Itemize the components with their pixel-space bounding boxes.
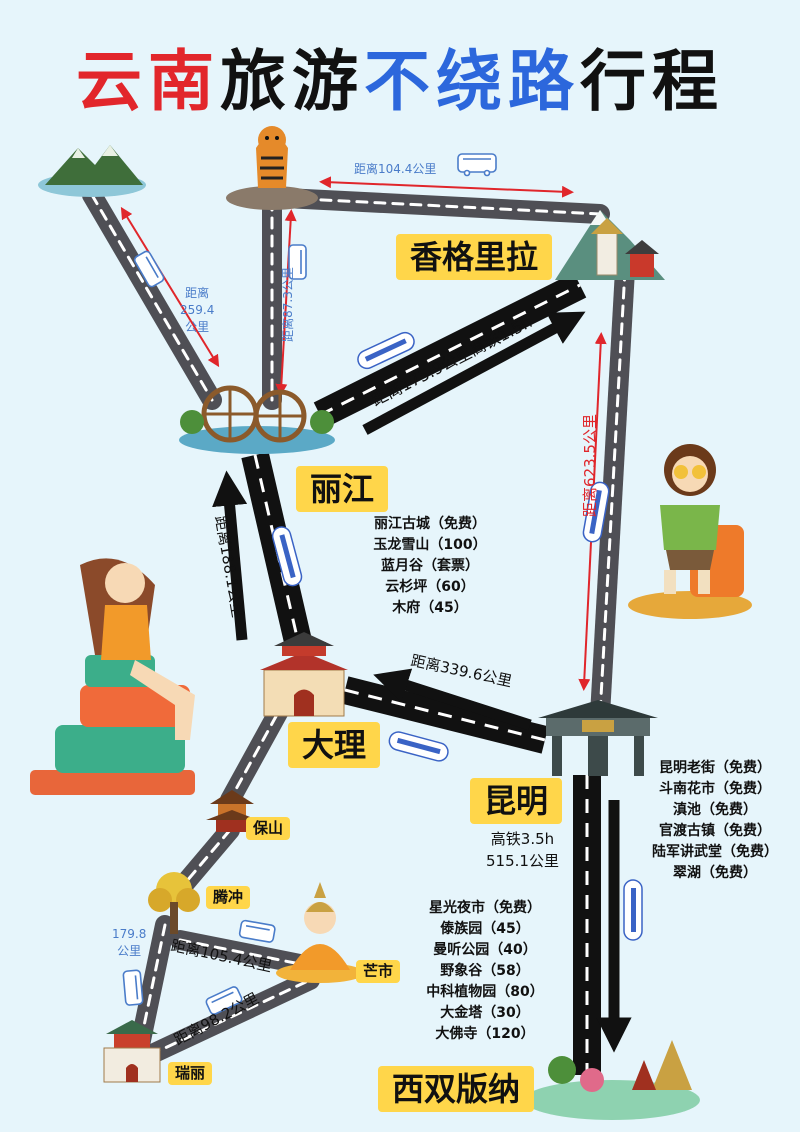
title-part-4: 行程 <box>580 43 724 120</box>
girl-on-suitcases-icon <box>30 558 195 795</box>
buddha-icon <box>276 882 364 983</box>
spot-item: 傣族园（45） <box>440 921 530 937</box>
spot-item: 大金塔（30） <box>440 1005 530 1021</box>
spot-item: 官渡古镇（免费） <box>659 823 771 839</box>
bus-icon <box>122 153 497 1015</box>
girl-with-luggage-icon <box>628 444 752 619</box>
spot-item: 中科植物园（80） <box>426 984 544 1000</box>
spot-item: 云杉坪（60） <box>385 579 475 595</box>
mountain-icon <box>38 145 146 197</box>
spots-kunming: 昆明老街（免费） 斗南花市（免费） 滇池（免费） 官渡古镇（免费） 陆军讲武堂（… <box>640 758 790 884</box>
distance-label-tiger-shangrila: 距离104.4公里 <box>354 162 437 176</box>
shangrila-temple-icon <box>555 210 665 280</box>
city-label-lijiang: 丽江 <box>296 466 389 512</box>
spot-item: 翠湖（免费） <box>673 865 757 881</box>
spot-item: 玉龙雪山（100） <box>373 537 487 553</box>
city-label-shangrila: 香格里拉 <box>396 234 553 280</box>
spot-item: 滇池（免费） <box>673 802 757 818</box>
spot-item: 大佛寺（120） <box>435 1026 535 1042</box>
spot-item: 陆军讲武堂（免费） <box>652 844 778 860</box>
distance-label-kunming-shangrila: 距离623.5公里 <box>580 414 599 517</box>
spots-lijiang: 丽江古城（免费） 玉龙雪山（100） 蓝月谷（套票） 云杉坪（60） 木府（45… <box>360 514 500 619</box>
distance-label-tengchong-ruili: 179.8 公里 <box>112 927 147 958</box>
dali-gate-icon <box>260 632 348 717</box>
spots-xishuangbanna: 星光夜市（免费） 傣族园（45） 曼听公园（40） 野象谷（58） 中科植物园（… <box>410 898 560 1045</box>
arrow-to-shangrila <box>362 311 586 435</box>
city-label-mangshi: 芒市 <box>356 960 401 983</box>
city-label-tengchong: 腾冲 <box>206 886 251 909</box>
tengchong-tree-icon <box>148 872 200 934</box>
city-label-kunming: 昆明 <box>470 778 563 824</box>
city-label-xishuangbanna: 西双版纳 <box>378 1066 535 1112</box>
title-part-3: 不绕路 <box>364 43 580 120</box>
city-label-ruili: 瑞丽 <box>168 1062 213 1085</box>
spot-item: 昆明老街（免费） <box>659 760 771 776</box>
spot-item: 木府（45） <box>392 600 468 616</box>
spot-item: 曼听公园（40） <box>433 942 537 958</box>
tiger-icon <box>226 126 318 210</box>
spot-item: 星光夜市（免费） <box>429 900 541 916</box>
xishuangbanna-scene-icon <box>524 1040 700 1120</box>
spot-item: 丽江古城（免费） <box>374 516 486 532</box>
ruili-tower-icon <box>103 1020 161 1083</box>
arrow-to-lijiang <box>212 470 248 641</box>
hsr-distance: 515.1公里 <box>486 852 559 870</box>
baoshan-pagoda-icon <box>206 790 258 832</box>
spot-item: 野象谷（58） <box>440 963 530 979</box>
title-part-1: 云南 <box>76 43 220 120</box>
city-label-baoshan: 保山 <box>246 817 291 840</box>
direction-arrows <box>212 311 632 1053</box>
distance-label-kunming-xsbn: 高铁3.5h 515.1公里 <box>486 828 559 872</box>
arrow-to-dali <box>373 668 532 731</box>
spot-item: 斗南花市（免费） <box>659 781 771 797</box>
lijiang-waterwheel-icon <box>179 385 335 454</box>
city-label-dali: 大理 <box>288 722 381 768</box>
kunming-archway-icon <box>538 700 658 776</box>
train-icon <box>271 331 643 941</box>
page-title: 云南旅游不绕路行程 <box>0 28 800 124</box>
hsr-time: 高铁3.5h <box>490 830 555 848</box>
title-part-2: 旅游 <box>220 43 364 120</box>
distance-label-mountain-lijiang: 距离 259.4 公里 <box>180 286 215 334</box>
distance-label-tiger-lijiang: 距离87.3公里 <box>280 267 295 342</box>
spot-item: 蓝月谷（套票） <box>381 558 479 574</box>
